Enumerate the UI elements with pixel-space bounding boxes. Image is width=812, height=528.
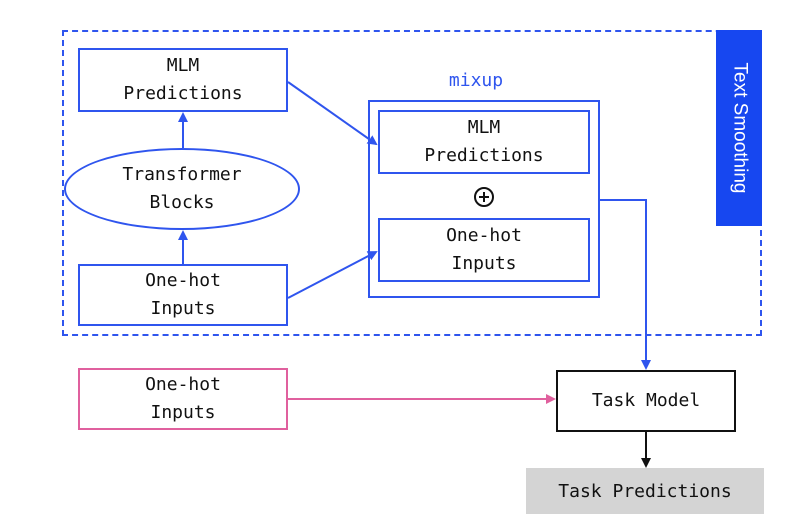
- task-predictions-label: Task Predictions: [558, 480, 732, 502]
- node-line: Inputs: [150, 298, 216, 319]
- arrow-mlm-to-mixup: [287, 81, 378, 146]
- node-line: Inputs: [451, 253, 517, 274]
- node-line: MLM: [467, 117, 501, 138]
- node-line: Inputs: [150, 402, 216, 423]
- node-line: One-hot: [145, 374, 221, 395]
- task-predictions-box: Task Predictions: [526, 468, 764, 514]
- text-smoothing-tag: Text Smoothing: [716, 30, 762, 226]
- arrow-inputs-to-mixup: [287, 251, 378, 299]
- transformer-blocks-ellipse: Transformer Blocks: [64, 148, 300, 230]
- mixup-label: mixup: [448, 70, 504, 91]
- node-line: Blocks: [149, 192, 215, 213]
- node-line: MLM: [166, 55, 200, 76]
- mlm-predictions-box-left: MLM Predictions: [78, 48, 288, 112]
- node-line: Transformer: [122, 164, 242, 185]
- onehot-inputs-box-bottom: One-hot Inputs: [78, 368, 288, 430]
- task-model-label: Task Model: [591, 390, 701, 411]
- mlm-predictions-box-mixup: MLM Predictions: [378, 110, 590, 174]
- onehot-inputs-box-mixup: One-hot Inputs: [378, 218, 590, 282]
- onehot-inputs-box-left: One-hot Inputs: [78, 264, 288, 326]
- mixup-frame: [368, 100, 600, 298]
- node-line: One-hot: [446, 225, 522, 246]
- task-model-box: Task Model: [556, 370, 736, 432]
- node-line: Predictions: [424, 145, 544, 166]
- node-line: One-hot: [145, 270, 221, 291]
- plus-circle-icon: [474, 187, 494, 207]
- node-line: Predictions: [123, 83, 243, 104]
- arrow-mixup-to-task-model: [600, 199, 651, 370]
